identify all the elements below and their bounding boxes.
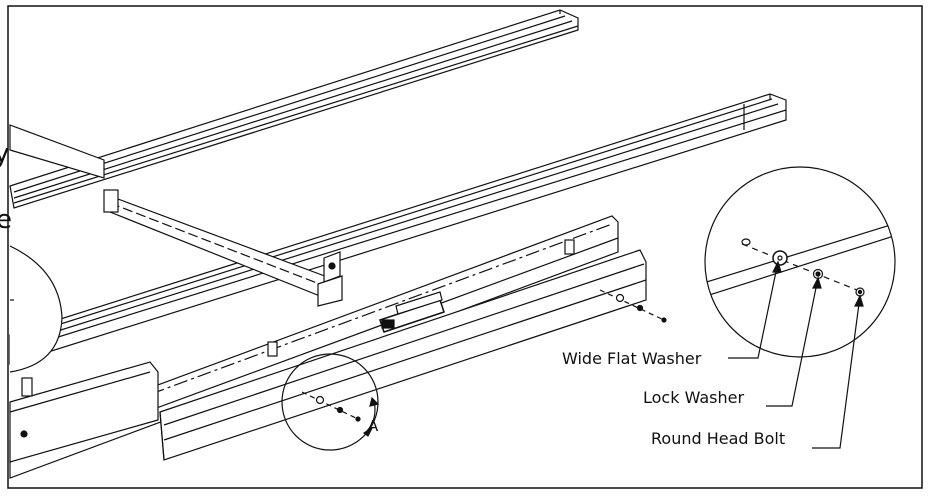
- edge-text-upper: y: [0, 139, 9, 169]
- top-rail: [9, 9, 579, 209]
- mounting-bracket: [317, 251, 343, 307]
- rail-assembly: [9, 9, 896, 479]
- detail-marker-label: A: [368, 417, 379, 435]
- drawing-border: [7, 5, 923, 489]
- callout-leaders: [728, 260, 864, 449]
- callout-round-head-bolt: Round Head Bolt: [651, 429, 785, 448]
- front-angle-rail: [159, 249, 647, 461]
- detail-circle-a: [281, 353, 380, 451]
- front-rail-hardware: [599, 289, 667, 323]
- second-rail: [9, 93, 787, 365]
- callout-wide-flat-washer: Wide Flat Washer: [562, 349, 702, 368]
- callout-lock-washer: Lock Washer: [643, 388, 744, 407]
- detail-view: [704, 166, 896, 358]
- left-tank: [9, 245, 63, 373]
- edge-text-lower: e: [0, 205, 12, 235]
- left-end-rail: [9, 361, 159, 463]
- cross-member: [9, 124, 331, 301]
- latch-plate: [379, 291, 445, 333]
